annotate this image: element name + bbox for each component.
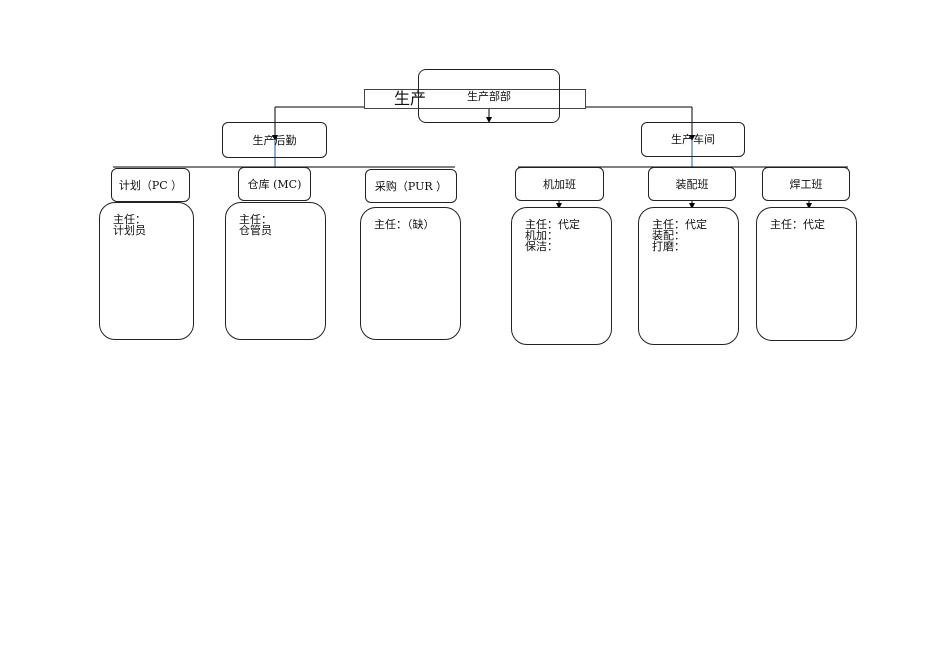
staff-line: 打磨： <box>652 240 685 253</box>
staff-line: 仓管员 <box>239 224 272 237</box>
dept-header-welding: 焊工班 <box>762 167 850 201</box>
dept-header-planning: 计划（PC ） <box>111 168 190 202</box>
dept-header-warehouse: 仓库 (MC) <box>238 167 311 201</box>
staff-line: 主任：代定 <box>770 218 825 231</box>
staff-line: 主任：代定 <box>525 218 580 231</box>
staff-line: 机加： <box>525 229 558 242</box>
staff-card-planning: 主任： 计划员 <box>99 202 194 340</box>
dept-header-label: 仓库 (MC) <box>247 177 302 191</box>
staff-card-machining: 主任：代定 机加： 保洁： <box>511 207 612 345</box>
branch-node-label: 生产车间 <box>671 133 715 146</box>
staff-line: 主任： <box>113 213 146 226</box>
dept-header-purchasing: 采购（PUR ） <box>365 169 457 203</box>
staff-line: 保洁： <box>525 240 558 253</box>
dept-header-machining: 机加班 <box>515 167 604 201</box>
dept-header-label: 机加班 <box>543 177 576 191</box>
staff-card-warehouse: 主任： 仓管员 <box>225 202 326 340</box>
dept-header-label: 焊工班 <box>789 177 823 191</box>
dept-header-label: 装配班 <box>675 177 709 191</box>
staff-line: 装配： <box>652 229 685 242</box>
dept-header-assembly: 装配班 <box>648 167 736 201</box>
staff-line: 计划员 <box>113 224 146 237</box>
staff-card-purchasing: 主任：（缺） <box>360 207 461 340</box>
staff-line: 主任：（缺） <box>374 218 435 231</box>
staff-line: 主任： <box>239 213 272 226</box>
branch-node-label: 生产后勤 <box>252 133 297 147</box>
staff-line: 主任：代定 <box>652 218 707 231</box>
dept-header-label: 计划（PC ） <box>118 178 183 192</box>
root-node: 生产部部 <box>418 69 560 123</box>
staff-card-assembly: 主任：代定 装配： 打磨： <box>638 207 739 345</box>
root-node-label: 生产部部 <box>467 89 511 103</box>
branch-node-logistics: 生产后勤 <box>222 122 327 158</box>
title-strip <box>364 89 586 109</box>
staff-card-welding: 主任：代定 <box>756 207 857 341</box>
branch-node-workshop: 生产车间 <box>641 122 745 157</box>
dept-header-label: 采购（PUR ） <box>374 179 448 193</box>
